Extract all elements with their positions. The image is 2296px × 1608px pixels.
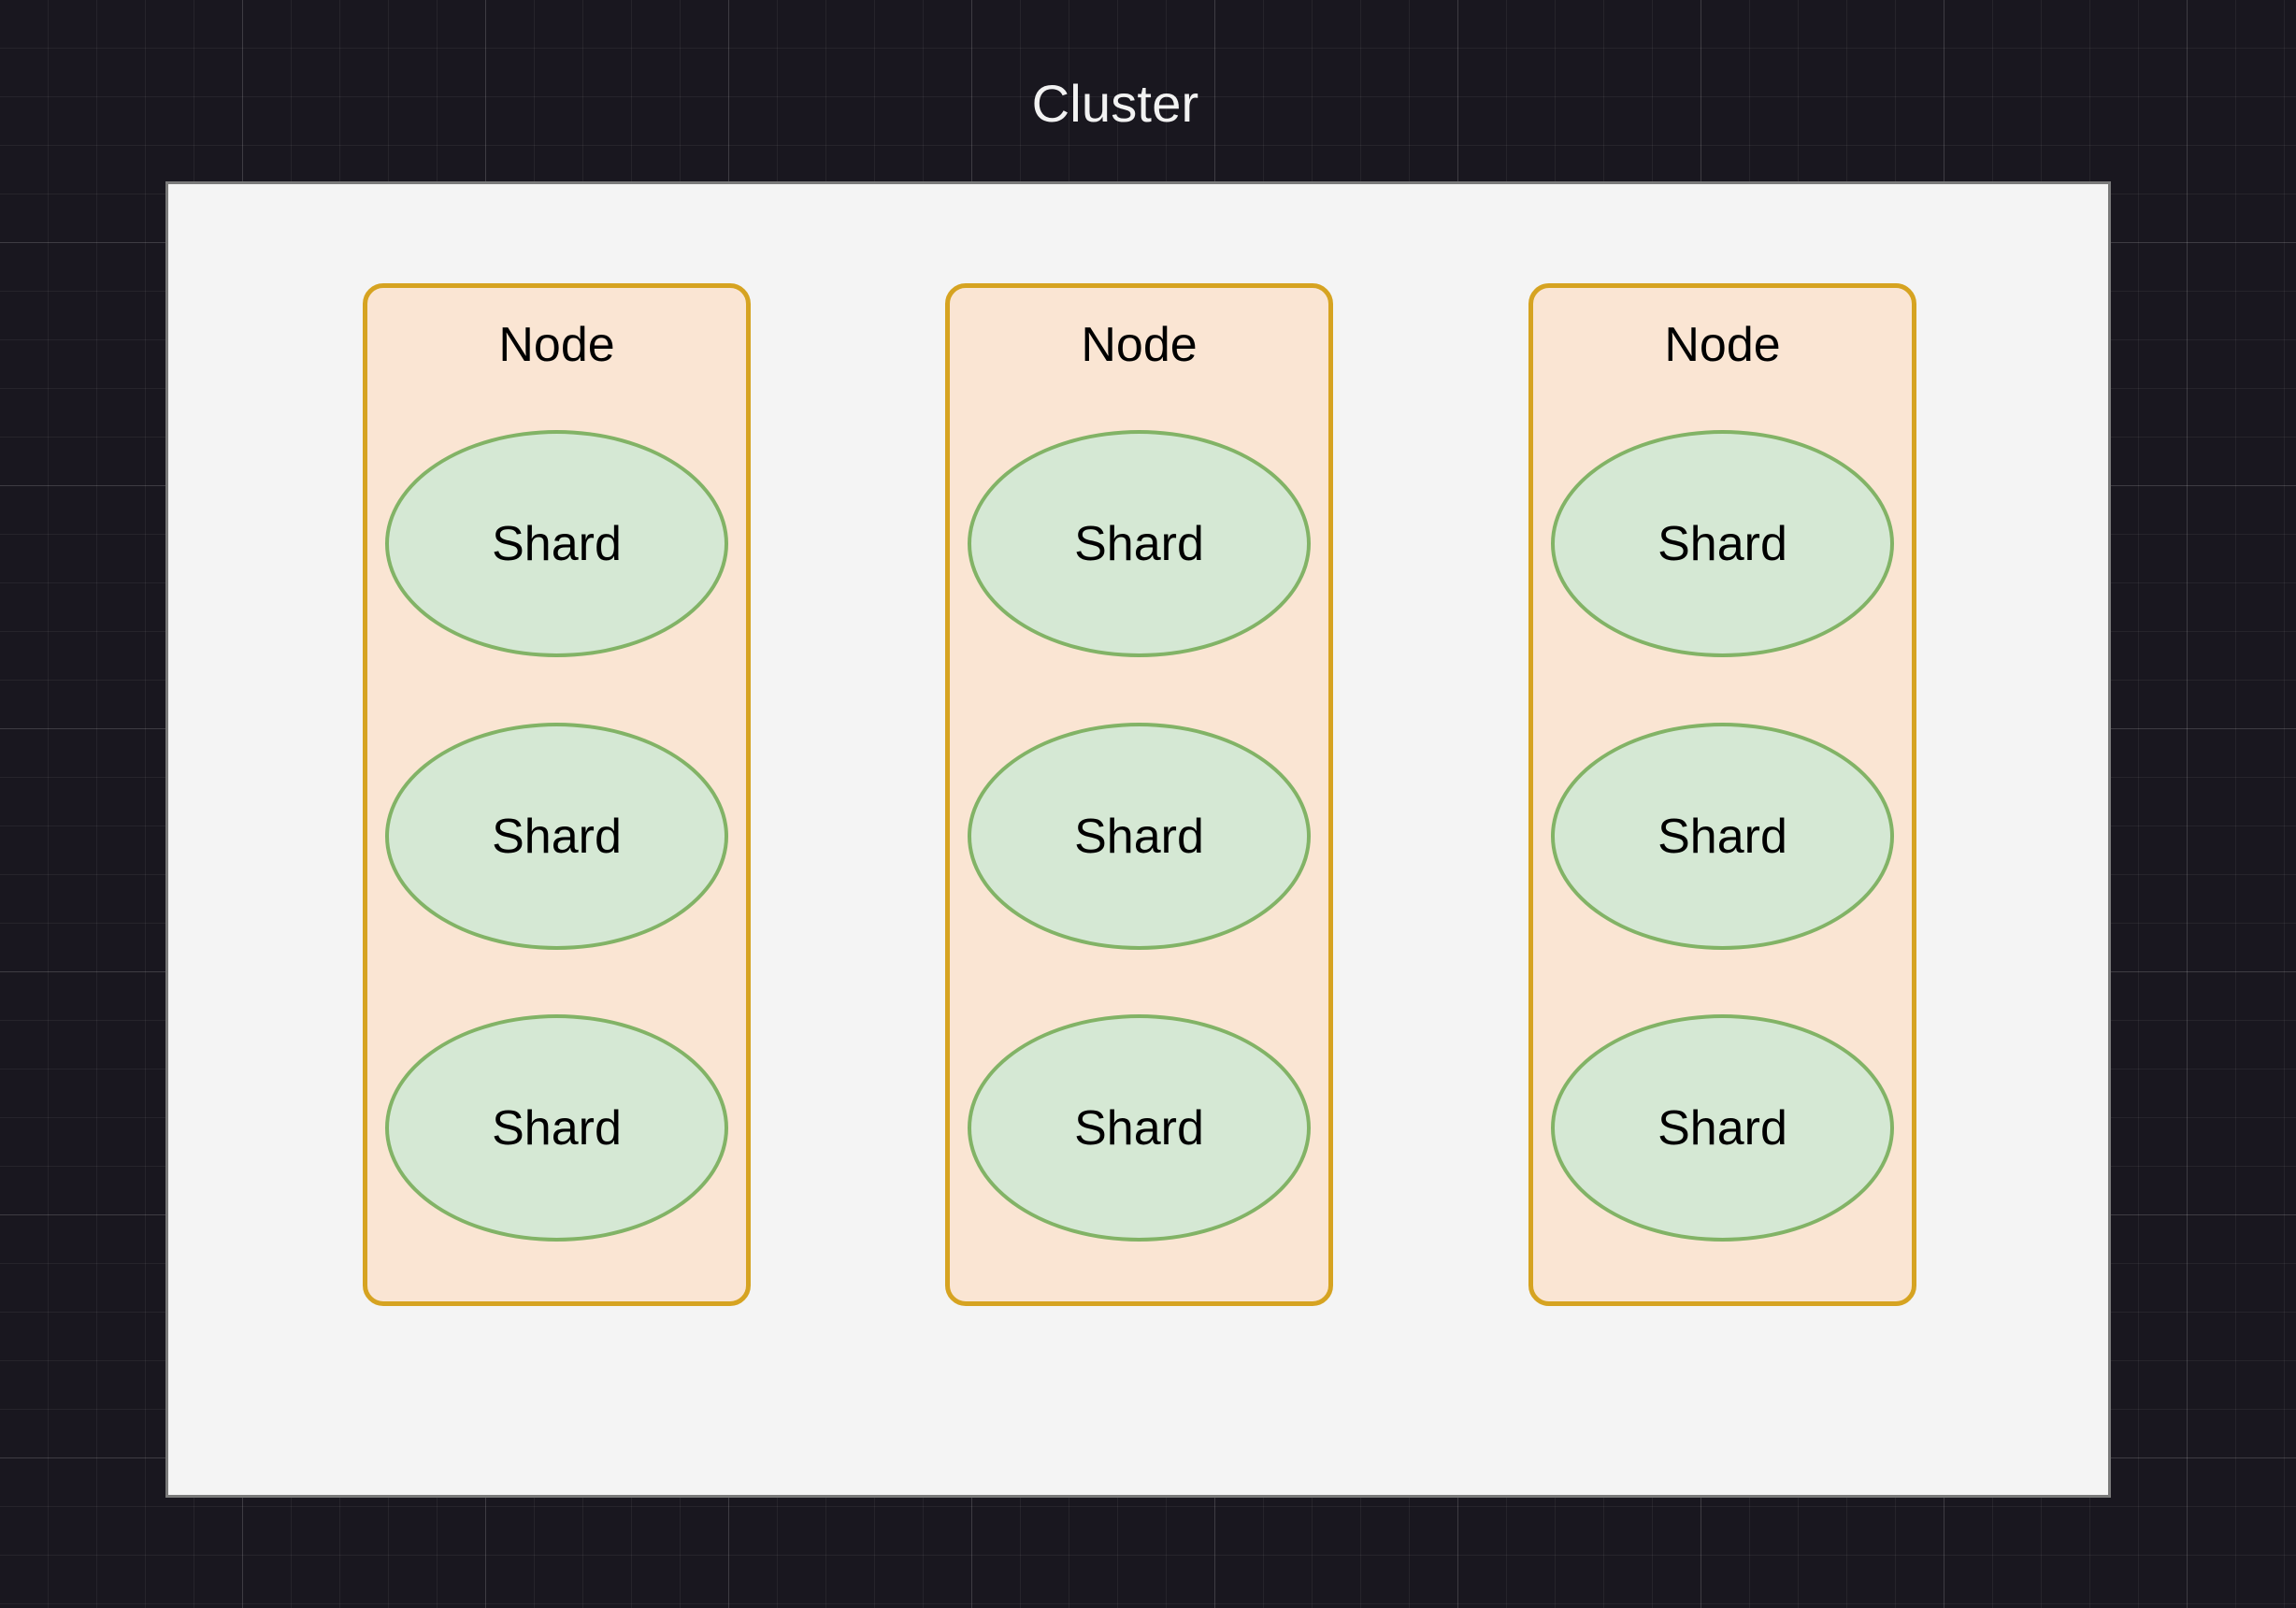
shard-label-3-1: Shard <box>1657 516 1787 571</box>
shard-ellipse-2-1[interactable]: Shard <box>968 430 1311 657</box>
cluster-panel: Node Shard Shard Shard Node Shard Shard … <box>165 181 2111 1498</box>
shard-label-2-3: Shard <box>1074 1100 1204 1156</box>
node-container-1[interactable]: Node Shard Shard Shard <box>363 283 751 1306</box>
shard-label-3-2: Shard <box>1657 809 1787 864</box>
node-label-1: Node <box>498 318 615 372</box>
node-label-3: Node <box>1664 318 1781 372</box>
cluster-title-text: Cluster <box>1031 74 1199 133</box>
shard-label-3-3: Shard <box>1657 1100 1787 1156</box>
shard-ellipse-2-3[interactable]: Shard <box>968 1014 1311 1242</box>
node-label-2: Node <box>1081 318 1198 372</box>
node-container-3[interactable]: Node Shard Shard Shard <box>1528 283 1916 1306</box>
shard-label-1-2: Shard <box>492 809 622 864</box>
shard-label-2-2: Shard <box>1074 809 1204 864</box>
shard-ellipse-3-1[interactable]: Shard <box>1551 430 1894 657</box>
shard-ellipse-1-1[interactable]: Shard <box>385 430 728 657</box>
node-container-2[interactable]: Node Shard Shard Shard <box>945 283 1333 1306</box>
shard-ellipse-3-2[interactable]: Shard <box>1551 723 1894 950</box>
shard-ellipse-2-2[interactable]: Shard <box>968 723 1311 950</box>
shard-ellipse-3-3[interactable]: Shard <box>1551 1014 1894 1242</box>
cluster-title: Cluster <box>0 76 2296 132</box>
shard-label-2-1: Shard <box>1074 516 1204 571</box>
shard-label-1-1: Shard <box>492 516 622 571</box>
shard-ellipse-1-3[interactable]: Shard <box>385 1014 728 1242</box>
shard-label-1-3: Shard <box>492 1100 622 1156</box>
shard-ellipse-1-2[interactable]: Shard <box>385 723 728 950</box>
